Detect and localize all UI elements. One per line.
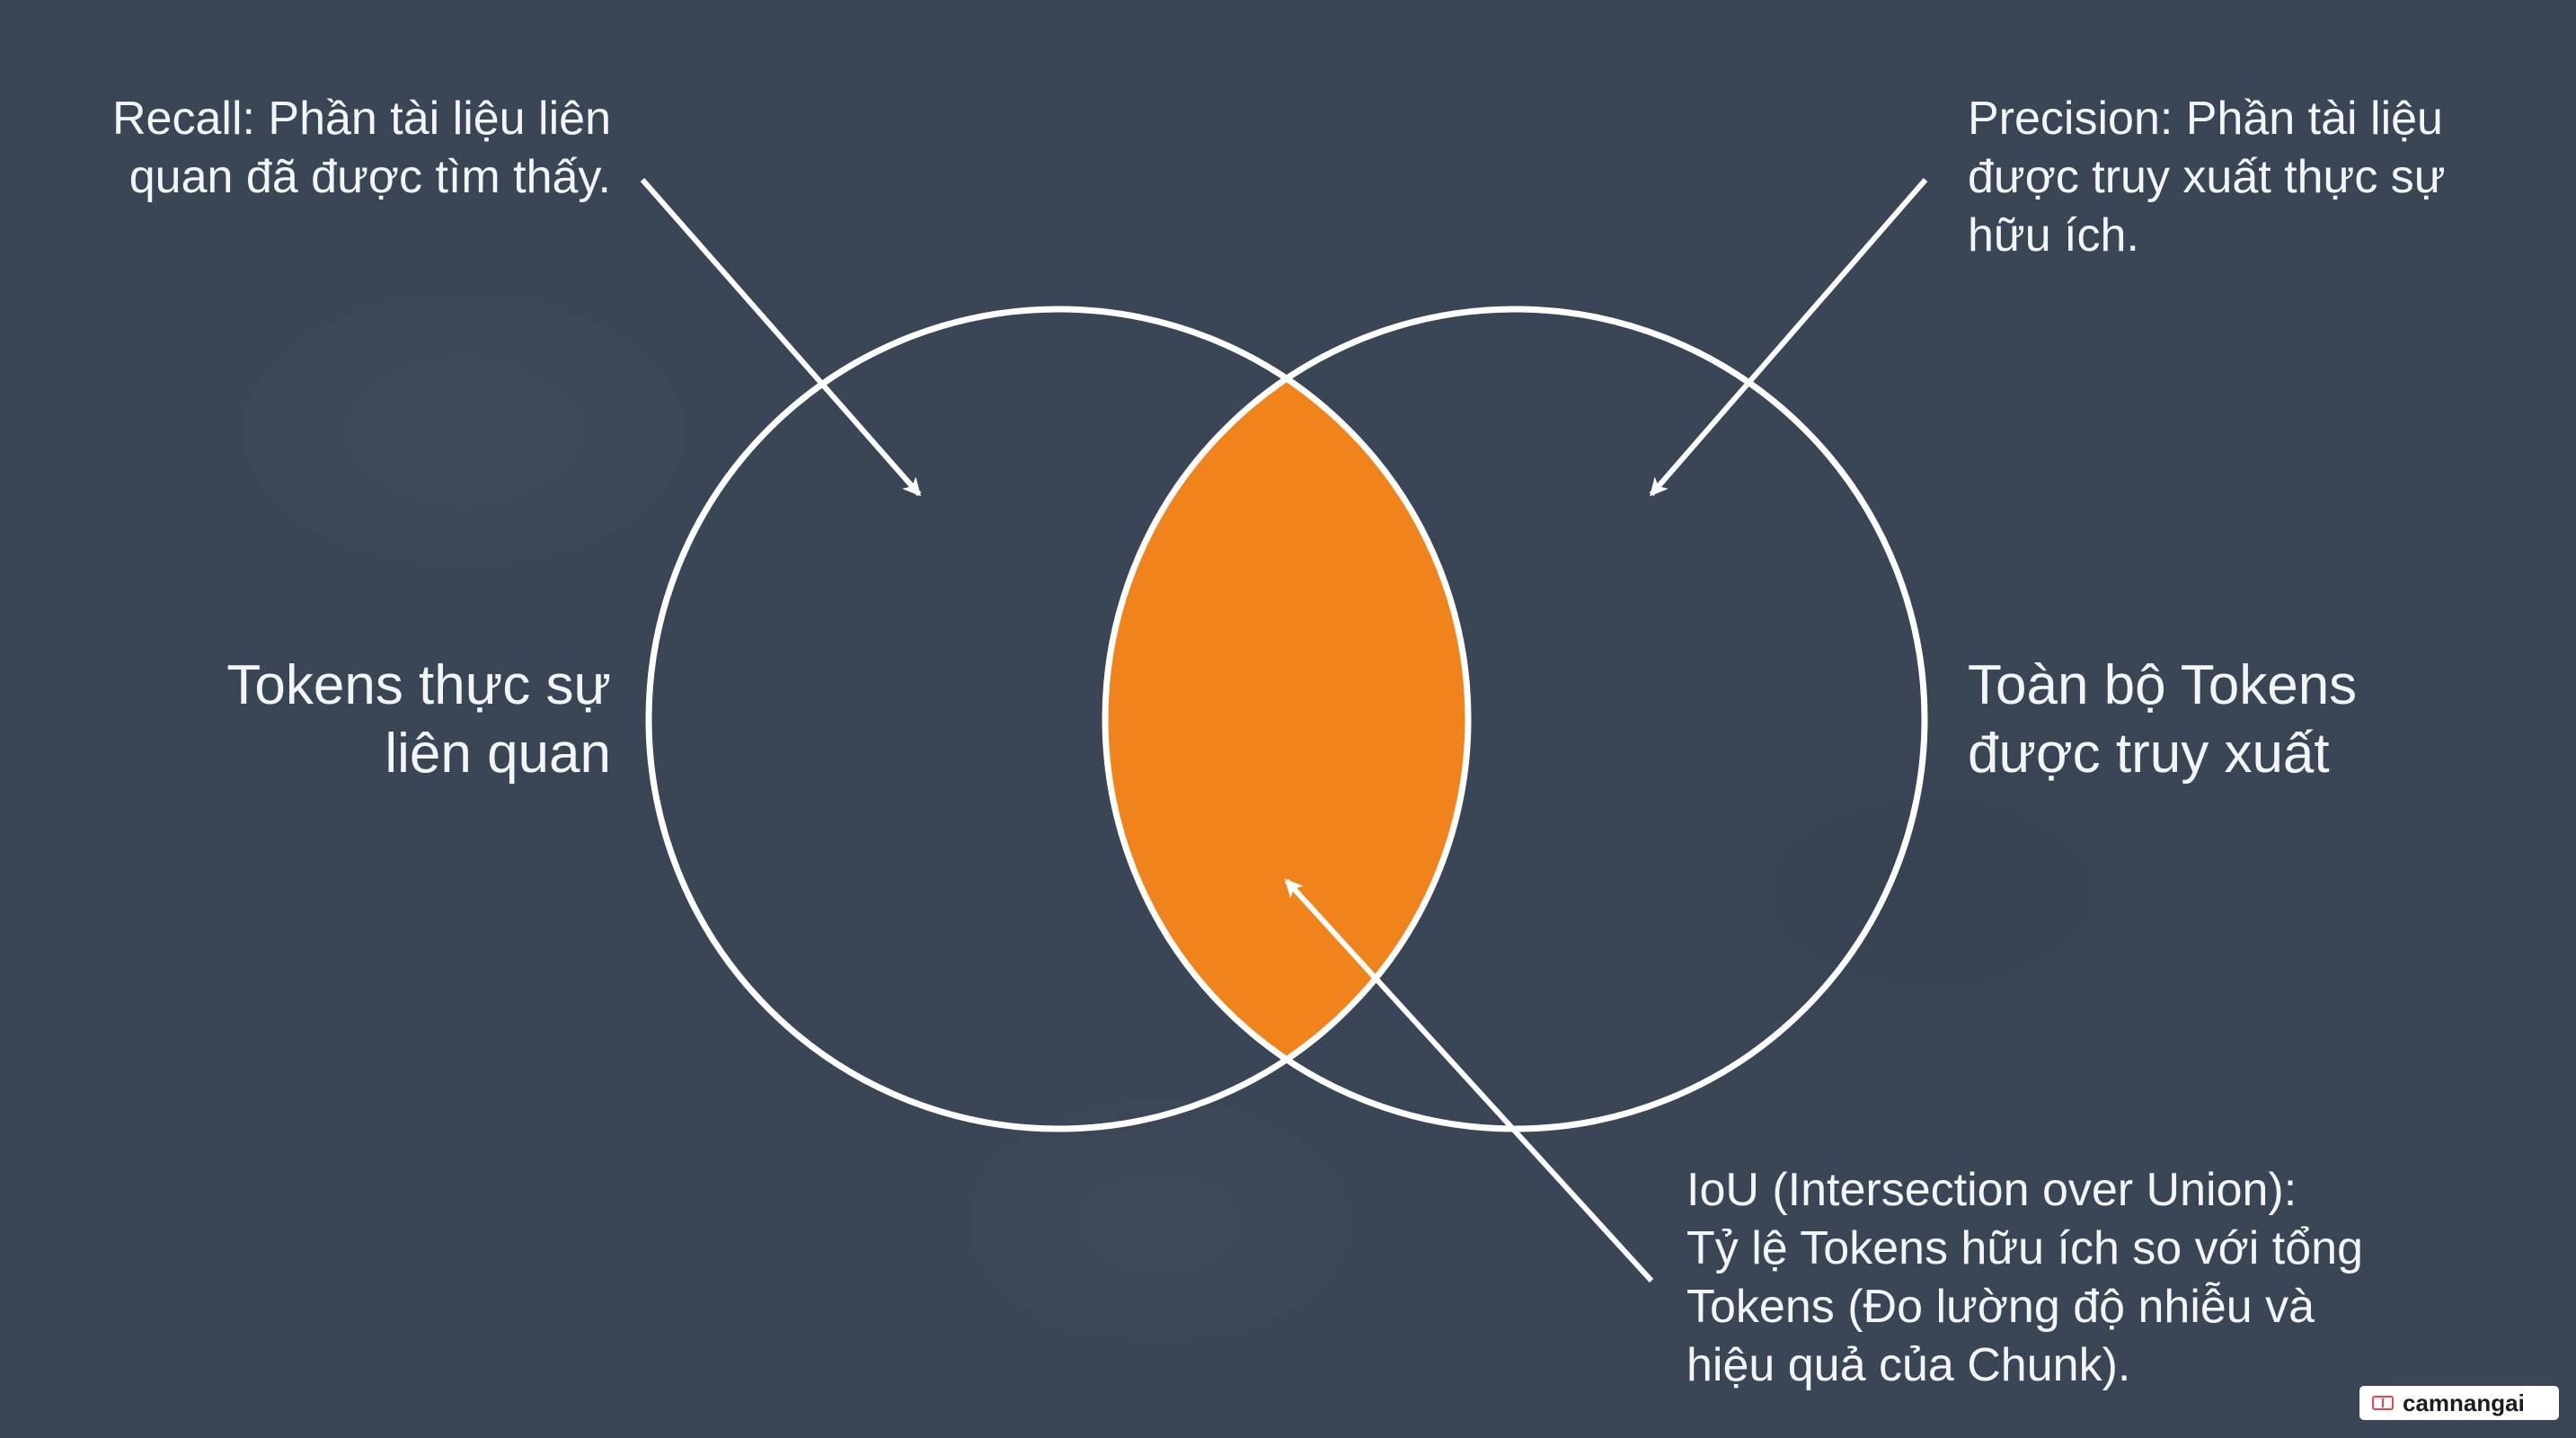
relevant-tokens-circle — [645, 306, 1472, 1132]
recall-label: Recall: Phần tài liệu liên quan đã được … — [112, 93, 611, 203]
left-set-label: Tokens thực sự liên quan — [226, 654, 611, 785]
book-icon — [2372, 1396, 2394, 1410]
iou-label: IoU (Intersection over Union): Tỷ lệ Tok… — [1686, 1164, 2363, 1391]
precision-label: Precision: Phần tài liệu được truy xuất … — [1968, 93, 2446, 262]
precision-arrow — [1649, 178, 1928, 497]
iou-arrow — [1284, 878, 1654, 1283]
intersection-region — [1105, 309, 1468, 1129]
watermark-text: camnangai — [2403, 1389, 2525, 1416]
recall-arrow — [640, 178, 922, 497]
right-set-label: Toàn bộ Tokens được truy xuất — [1968, 654, 2358, 785]
watermark: camnangai — [2359, 1386, 2559, 1420]
